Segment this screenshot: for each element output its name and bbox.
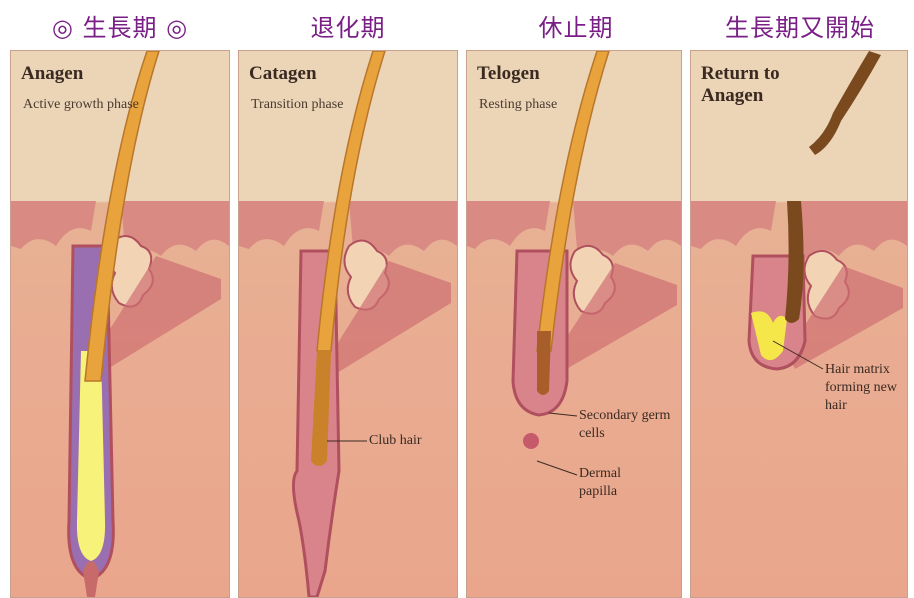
dermal-papilla-shape <box>83 561 99 597</box>
hair-shaft <box>536 51 610 352</box>
hair-shaft <box>84 51 160 382</box>
papilla-leader <box>536 460 578 476</box>
old-hair <box>785 201 804 323</box>
arrector-pili-muscle <box>329 261 451 373</box>
panel-subtitle: Resting phase <box>479 97 558 112</box>
shed-hair <box>809 51 881 155</box>
panel-title: Return to Anagen <box>701 63 780 106</box>
panel-catagen: Catagen Transition phase Club hair <box>238 50 458 598</box>
panel-anagen: Anagen Active growth phase <box>10 50 230 598</box>
catagen-illustration <box>239 51 457 597</box>
label-dermal-papilla: Dermal papilla <box>579 466 621 499</box>
panel-title: Anagen <box>21 63 84 84</box>
heading-telogen: 休止期 <box>538 14 614 42</box>
heading-return-anagen: 生長期又開始 <box>725 14 875 42</box>
return-anagen-illustration <box>691 51 907 371</box>
matrix-leader <box>772 340 824 370</box>
label-club-hair: Club hair <box>369 433 422 448</box>
panel-title: Telogen <box>477 63 540 84</box>
germ-cells-leader <box>548 412 578 417</box>
panel-subtitle: Transition phase <box>251 97 344 112</box>
panel-telogen: Telogen Resting phase Secondary germ cel… <box>466 50 682 598</box>
label-hair-matrix: Hair matrix forming new hair <box>825 362 897 413</box>
new-hair-matrix <box>751 311 787 361</box>
hair-bulb-inner <box>76 351 106 561</box>
club-hair <box>311 351 331 466</box>
skin-surface-band <box>467 201 681 261</box>
heading-catagen: 退化期 <box>310 14 386 42</box>
panel-return-anagen: Return to Anagen Hair matrix forming new… <box>690 50 908 598</box>
panel-subtitle: Active growth phase <box>23 97 139 112</box>
arrector-pili-muscle <box>555 263 677 371</box>
skin-surface-band <box>11 201 229 261</box>
dermal-papilla-circle <box>523 433 539 449</box>
arrector-pili-muscle <box>787 266 903 369</box>
skin-surface-band <box>691 201 907 261</box>
skin-surface-band <box>239 201 457 261</box>
panel-title: Catagen <box>249 63 317 84</box>
club-hair-root <box>537 331 551 395</box>
telogen-illustration <box>467 51 681 476</box>
label-secondary-germ-cells: Secondary germ cells <box>579 408 671 441</box>
anagen-illustration <box>11 51 229 597</box>
heading-anagen: ◎ 生長期 ◎ <box>51 14 189 42</box>
arrector-pili-muscle <box>93 256 221 373</box>
